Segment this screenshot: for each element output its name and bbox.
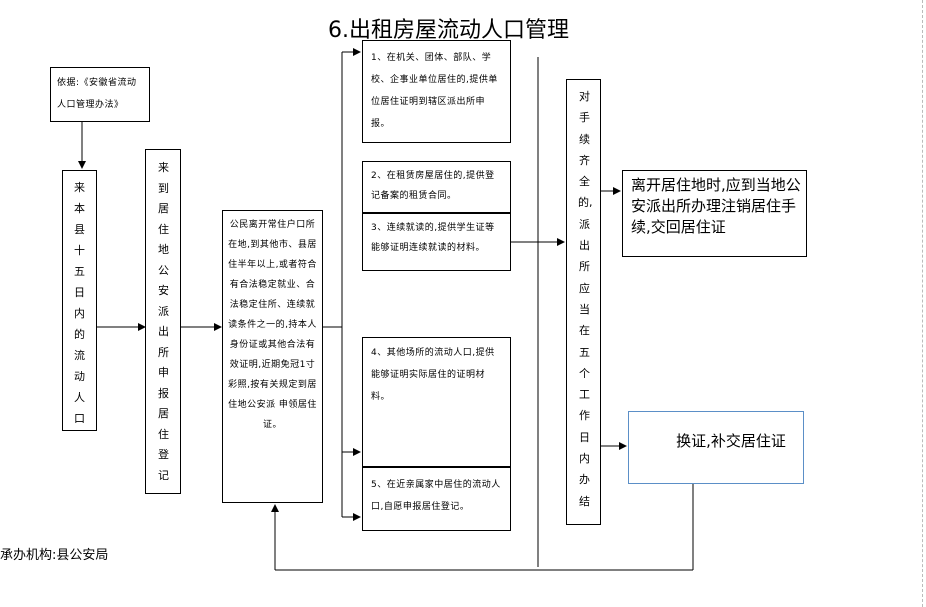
item-1-box: 1、在机关、团体、部队、学校、企事业单位居住的,提供单位居住证明到辖区派出所申报… — [362, 40, 511, 143]
register-text: 来到居住地公安派出所申报居住登记 — [158, 161, 169, 482]
item-2-text: 2、在租赁房屋居住的,提供登记备案的租赁合同。 — [371, 171, 495, 201]
item-5-text: 5、在近亲属家中居住的流动人口,自愿申报居住登记。 — [371, 480, 501, 512]
leave-text: 离开居住地时,应到当地公安派出所办理注销居住手续,交回居住证 — [631, 176, 801, 236]
process-text: 对手续齐全的,派出所应当在五个工作日内办结 — [578, 90, 593, 508]
page-edge — [922, 0, 926, 607]
renew-box: 换证,补交居住证 — [628, 411, 804, 484]
item-3-text: 3、连续就读的,提供学生证等能够证明连续就读的材料。 — [371, 223, 495, 253]
process-box: 对手续齐全的,派出所应当在五个工作日内办结 — [566, 79, 601, 525]
item-3-box: 3、连续就读的,提供学生证等能够证明连续就读的材料。 — [362, 213, 511, 271]
basis-text: 依据:《安徽省流动人口管理办法》 — [57, 78, 137, 110]
page-title: 6.出租房屋流动人口管理 — [328, 18, 569, 43]
item-1-text: 1、在机关、团体、部队、学校、企事业单位居住的,提供单位居住证明到辖区派出所申报… — [371, 53, 498, 129]
item-4-text: 4、其他场所的流动人口,提供能够证明实际居住的证明材料。 — [371, 348, 495, 402]
item-5-box: 5、在近亲属家中居住的流动人口,自愿申报居住登记。 — [362, 467, 511, 531]
conditions-box: 公民离开常住户口所在地,到其他市、县居住半年以上,或者符合有合法稳定就业、合法稳… — [222, 210, 323, 503]
basis-box: 依据:《安徽省流动人口管理办法》 — [50, 67, 150, 122]
arrival-box: 来本县十五日内的流动人口 — [62, 170, 97, 431]
leave-box: 离开居住地时,应到当地公安派出所办理注销居住手续,交回居住证 — [622, 170, 807, 257]
renew-text: 换证,补交居住证 — [676, 432, 786, 450]
item-2-box: 2、在租赁房屋居住的,提供登记备案的租赁合同。 — [362, 161, 511, 213]
item-4-box: 4、其他场所的流动人口,提供能够证明实际居住的证明材料。 — [362, 337, 511, 467]
arrival-text: 来本县十五日内的流动人口 — [74, 181, 85, 425]
register-box: 来到居住地公安派出所申报居住登记 — [145, 149, 181, 494]
conditions-text: 公民离开常住户口所在地,到其他市、县居住半年以上,或者符合有合法稳定就业、合法稳… — [228, 220, 317, 430]
footer-agency: 承办机构:县公安局 — [0, 548, 109, 563]
